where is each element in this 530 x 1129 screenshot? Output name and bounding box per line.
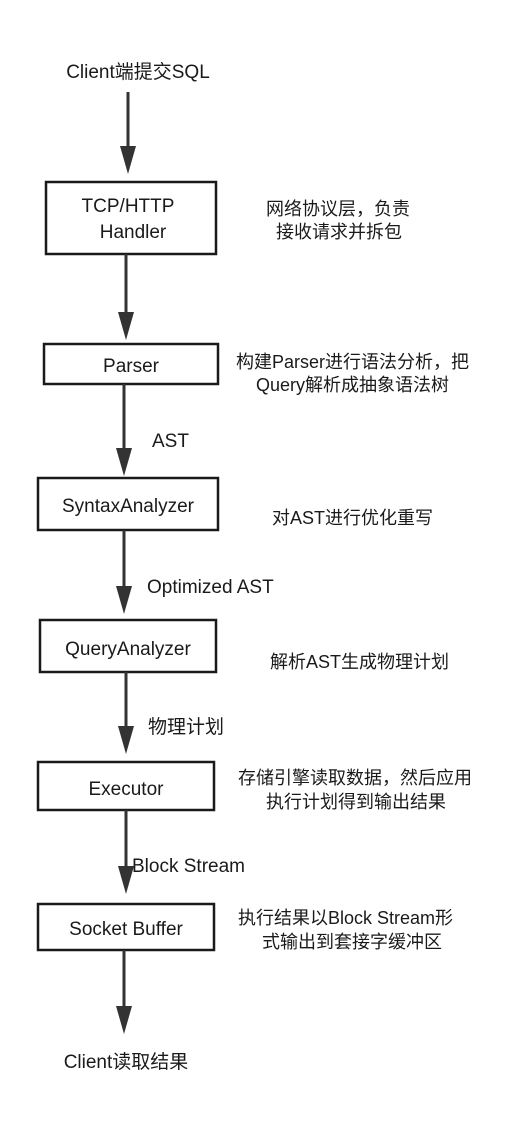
node-tcp-http-handler-line-1: TCP/HTTP <box>82 196 175 217</box>
node-syntax-analyzer-line-1: SyntaxAnalyzer <box>62 496 195 517</box>
arrow-query-to-executor <box>118 672 134 754</box>
node-syntax-analyzer: SyntaxAnalyzer <box>36 476 220 532</box>
node-socket-buffer-line-1: Socket Buffer <box>69 919 183 940</box>
node-parser: Parser <box>42 342 220 386</box>
node-parser-line-1: Parser <box>103 356 160 377</box>
node-query-analyzer: QueryAnalyzer <box>38 618 218 674</box>
node-tcp-http-handler: TCP/HTTP Handler <box>44 180 218 256</box>
arrow-start-to-tcp <box>120 92 136 174</box>
edge-label-optimized-ast: Optimized AST <box>147 577 274 598</box>
note-tcp-http-handler-line-2: 接收请求并拆包 <box>276 222 402 242</box>
note-syntax-analyzer-line-1: 对AST进行优化重写 <box>272 508 433 528</box>
edge-label-block-stream: Block Stream <box>132 856 245 877</box>
arrow-syntax-to-query <box>116 530 132 614</box>
note-executor-line-2: 执行计划得到输出结果 <box>266 792 446 812</box>
node-executor-line-1: Executor <box>89 779 165 800</box>
note-tcp-http-handler-line-1: 网络协议层，负责 <box>266 199 410 219</box>
arrow-parser-to-syntax <box>116 384 132 476</box>
node-socket-buffer: Socket Buffer <box>36 902 216 952</box>
node-query-analyzer-line-1: QueryAnalyzer <box>65 639 191 660</box>
end-label: Client读取结果 <box>64 1051 189 1073</box>
node-executor: Executor <box>36 760 216 812</box>
note-executor-line-1: 存储引擎读取数据，然后应用 <box>238 768 472 788</box>
edge-label-physical-plan: 物理计划 <box>148 716 224 738</box>
edge-label-ast: AST <box>152 431 189 452</box>
note-parser-line-2: Query解析成抽象语法树 <box>256 375 449 395</box>
note-query-analyzer-line-1: 解析AST生成物理计划 <box>270 652 449 672</box>
note-socket-buffer-line-2: 式输出到套接字缓冲区 <box>262 932 442 952</box>
arrow-executor-to-socket <box>118 810 134 894</box>
note-parser-line-1: 构建Parser进行语法分析，把 <box>236 352 469 372</box>
arrow-socket-to-end <box>116 950 132 1034</box>
note-socket-buffer-line-1: 执行结果以Block Stream形 <box>238 908 453 928</box>
arrow-tcp-to-parser <box>118 254 134 340</box>
node-tcp-http-handler-line-2: Handler <box>100 222 167 243</box>
start-label: Client端提交SQL <box>66 61 210 83</box>
